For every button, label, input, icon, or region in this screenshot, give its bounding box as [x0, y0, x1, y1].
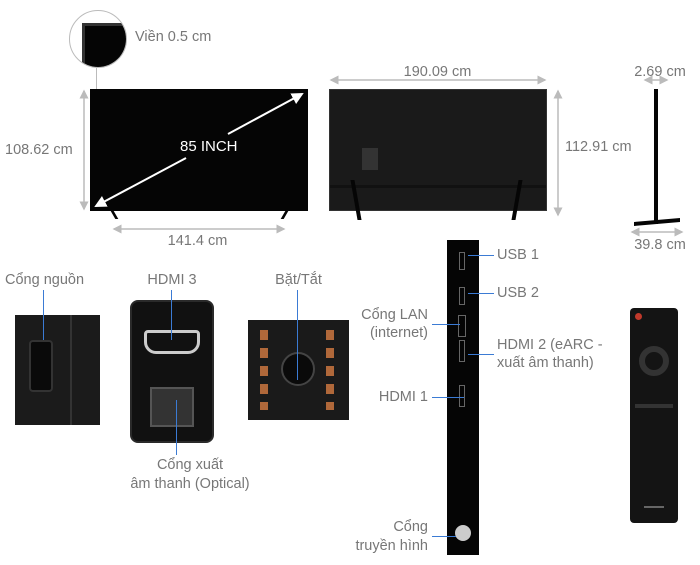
lan-label-line1: Cổng LAN — [361, 307, 428, 323]
lan-label-line2: (internet) — [369, 325, 428, 341]
hdmi2-label-line2: xuất âm thanh) — [497, 355, 594, 371]
bezel-zoom — [69, 10, 127, 68]
back-height-label: 112.91 cm — [565, 139, 632, 155]
optical-label-line1: Cổng xuất — [156, 457, 224, 473]
hdmi1-label: HDMI 1 — [378, 389, 428, 405]
usb2-label: USB 2 — [497, 285, 539, 301]
usb1-label: USB 1 — [497, 247, 539, 263]
power-button-label: Bặt/Tắt — [275, 272, 322, 288]
front-width-label: 141.4 cm — [167, 233, 228, 249]
optical-label-line2: âm thanh (Optical) — [130, 476, 250, 492]
back-width-label: 190.09 cm — [403, 64, 472, 80]
remote-control-image — [630, 308, 678, 523]
stand-depth-label: 39.8 cm — [634, 237, 686, 253]
screen-size-label: 85 INCH — [180, 138, 238, 155]
antenna-label-line2: truyền hình — [355, 538, 428, 554]
hdmi2-label-line1: HDMI 2 (eARC - — [497, 337, 603, 353]
bezel-label: Viền 0.5 cm — [135, 29, 212, 45]
tv-back — [329, 89, 547, 211]
hdmi3-label: HDMI 3 — [147, 272, 197, 288]
power-port-label: Cổng nguồn — [5, 272, 85, 288]
power-port-image — [15, 315, 100, 425]
hdmi3-optical-image — [130, 300, 214, 443]
front-height-label: 108.62 cm — [5, 142, 73, 158]
tv-side — [654, 89, 658, 224]
antenna-label-line1: Cổng — [393, 519, 428, 535]
depth-label: 2.69 cm — [634, 64, 686, 80]
power-button-image — [248, 320, 349, 420]
